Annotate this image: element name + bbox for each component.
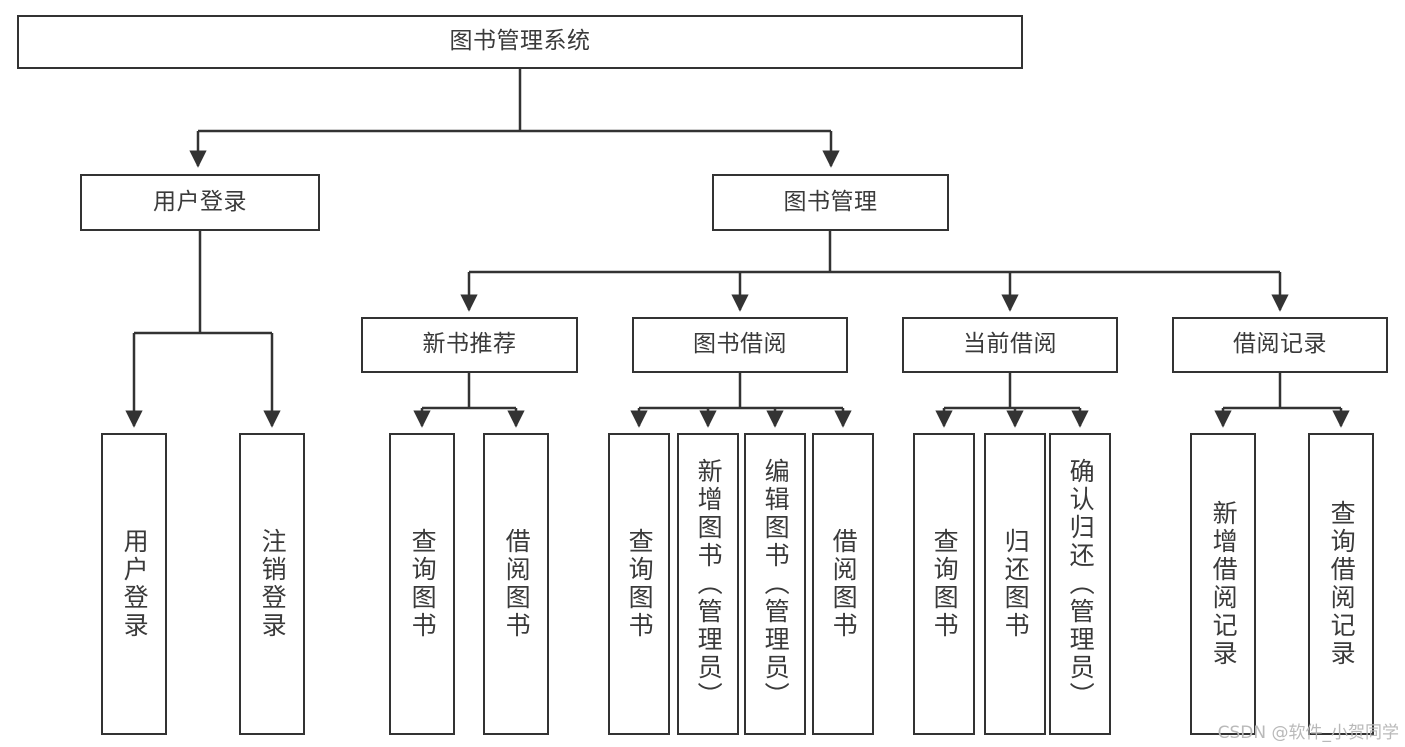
node-leaf-borrow-book-2-label: 借阅图书: [829, 528, 859, 640]
node-leaf-return-book[interactable]: 归还图书: [984, 433, 1046, 735]
node-leaf-confirm-return-label: 确认归还（管理员）: [1066, 458, 1096, 710]
node-new-book-rec[interactable]: 新书推荐: [361, 317, 578, 373]
node-leaf-query-book-2[interactable]: 查询图书: [608, 433, 670, 735]
node-leaf-borrow-book-1[interactable]: 借阅图书: [483, 433, 549, 735]
node-leaf-borrow-book-1-label: 借阅图书: [502, 528, 532, 640]
node-borrow-record[interactable]: 借阅记录: [1172, 317, 1388, 373]
node-current-borrow[interactable]: 当前借阅: [902, 317, 1118, 373]
node-leaf-add-record[interactable]: 新增借阅记录: [1190, 433, 1256, 735]
node-leaf-edit-book[interactable]: 编辑图书（管理员）: [744, 433, 806, 735]
node-leaf-add-record-label: 新增借阅记录: [1209, 500, 1239, 668]
node-new-book-rec-label: 新书推荐: [422, 331, 517, 358]
node-leaf-query-book-1-label: 查询图书: [408, 528, 438, 640]
node-leaf-user-login-label: 用户登录: [120, 528, 150, 640]
node-book-manage[interactable]: 图书管理: [712, 174, 949, 231]
node-book-manage-label: 图书管理: [783, 188, 878, 215]
node-leaf-user-logout[interactable]: 注销登录: [239, 433, 305, 735]
node-book-borrow[interactable]: 图书借阅: [632, 317, 848, 373]
watermark: CSDN @软件_小贺同学: [1217, 723, 1399, 743]
node-current-borrow-label: 当前借阅: [963, 331, 1057, 358]
node-book-borrow-label: 图书借阅: [693, 331, 787, 358]
node-leaf-query-record-label: 查询借阅记录: [1327, 500, 1357, 668]
node-leaf-add-book-label: 新增图书（管理员）: [694, 458, 724, 710]
node-root[interactable]: 图书管理系统: [17, 15, 1023, 69]
node-leaf-query-record[interactable]: 查询借阅记录: [1308, 433, 1374, 735]
node-leaf-add-book[interactable]: 新增图书（管理员）: [677, 433, 739, 735]
node-leaf-query-book-1[interactable]: 查询图书: [389, 433, 455, 735]
node-leaf-user-logout-label: 注销登录: [258, 528, 288, 640]
node-borrow-record-label: 借阅记录: [1233, 331, 1327, 358]
node-leaf-query-book-2-label: 查询图书: [625, 528, 655, 640]
node-leaf-return-book-label: 归还图书: [1001, 528, 1031, 640]
node-leaf-confirm-return[interactable]: 确认归还（管理员）: [1049, 433, 1111, 735]
node-user-login[interactable]: 用户登录: [80, 174, 320, 231]
node-leaf-query-book-3-label: 查询图书: [930, 528, 960, 640]
node-leaf-user-login[interactable]: 用户登录: [101, 433, 167, 735]
node-user-login-label: 用户登录: [153, 188, 247, 215]
node-leaf-edit-book-label: 编辑图书（管理员）: [761, 458, 791, 710]
node-leaf-borrow-book-2[interactable]: 借阅图书: [812, 433, 874, 735]
node-root-label: 图书管理系统: [449, 28, 591, 55]
node-leaf-query-book-3[interactable]: 查询图书: [913, 433, 975, 735]
